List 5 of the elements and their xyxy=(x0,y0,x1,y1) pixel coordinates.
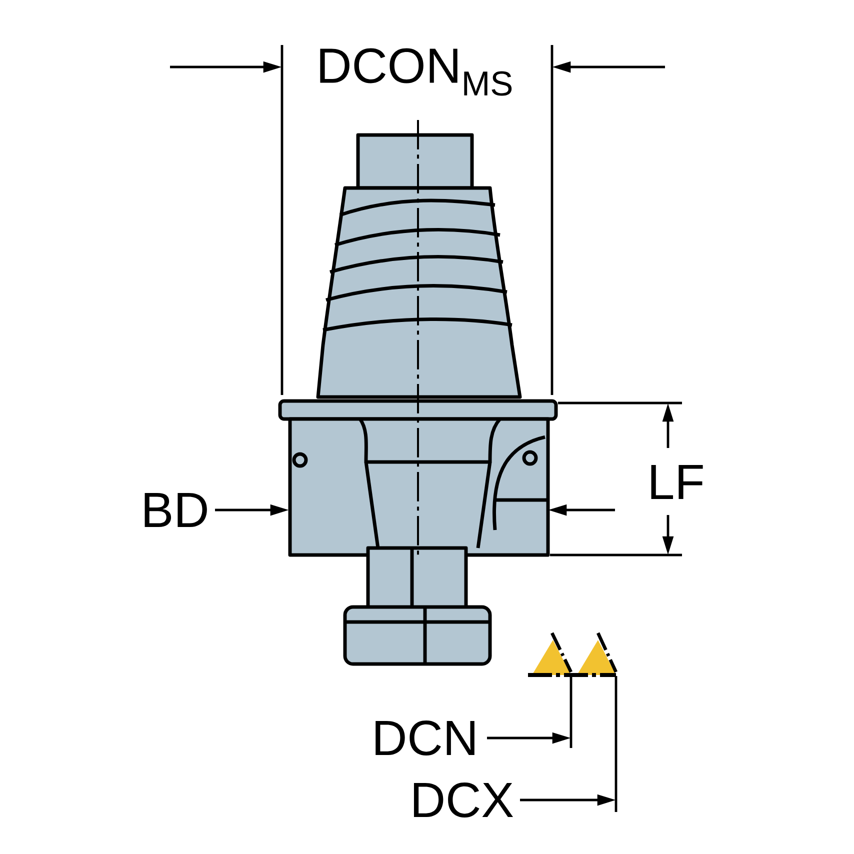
dimension-label: DCN xyxy=(376,720,474,756)
dimension-label: DCX xyxy=(414,782,514,818)
dimension-label: BD xyxy=(144,493,207,527)
dimension-label: LF xyxy=(651,465,703,499)
dimension-label: DCON$_{MS}$ xyxy=(320,48,512,96)
